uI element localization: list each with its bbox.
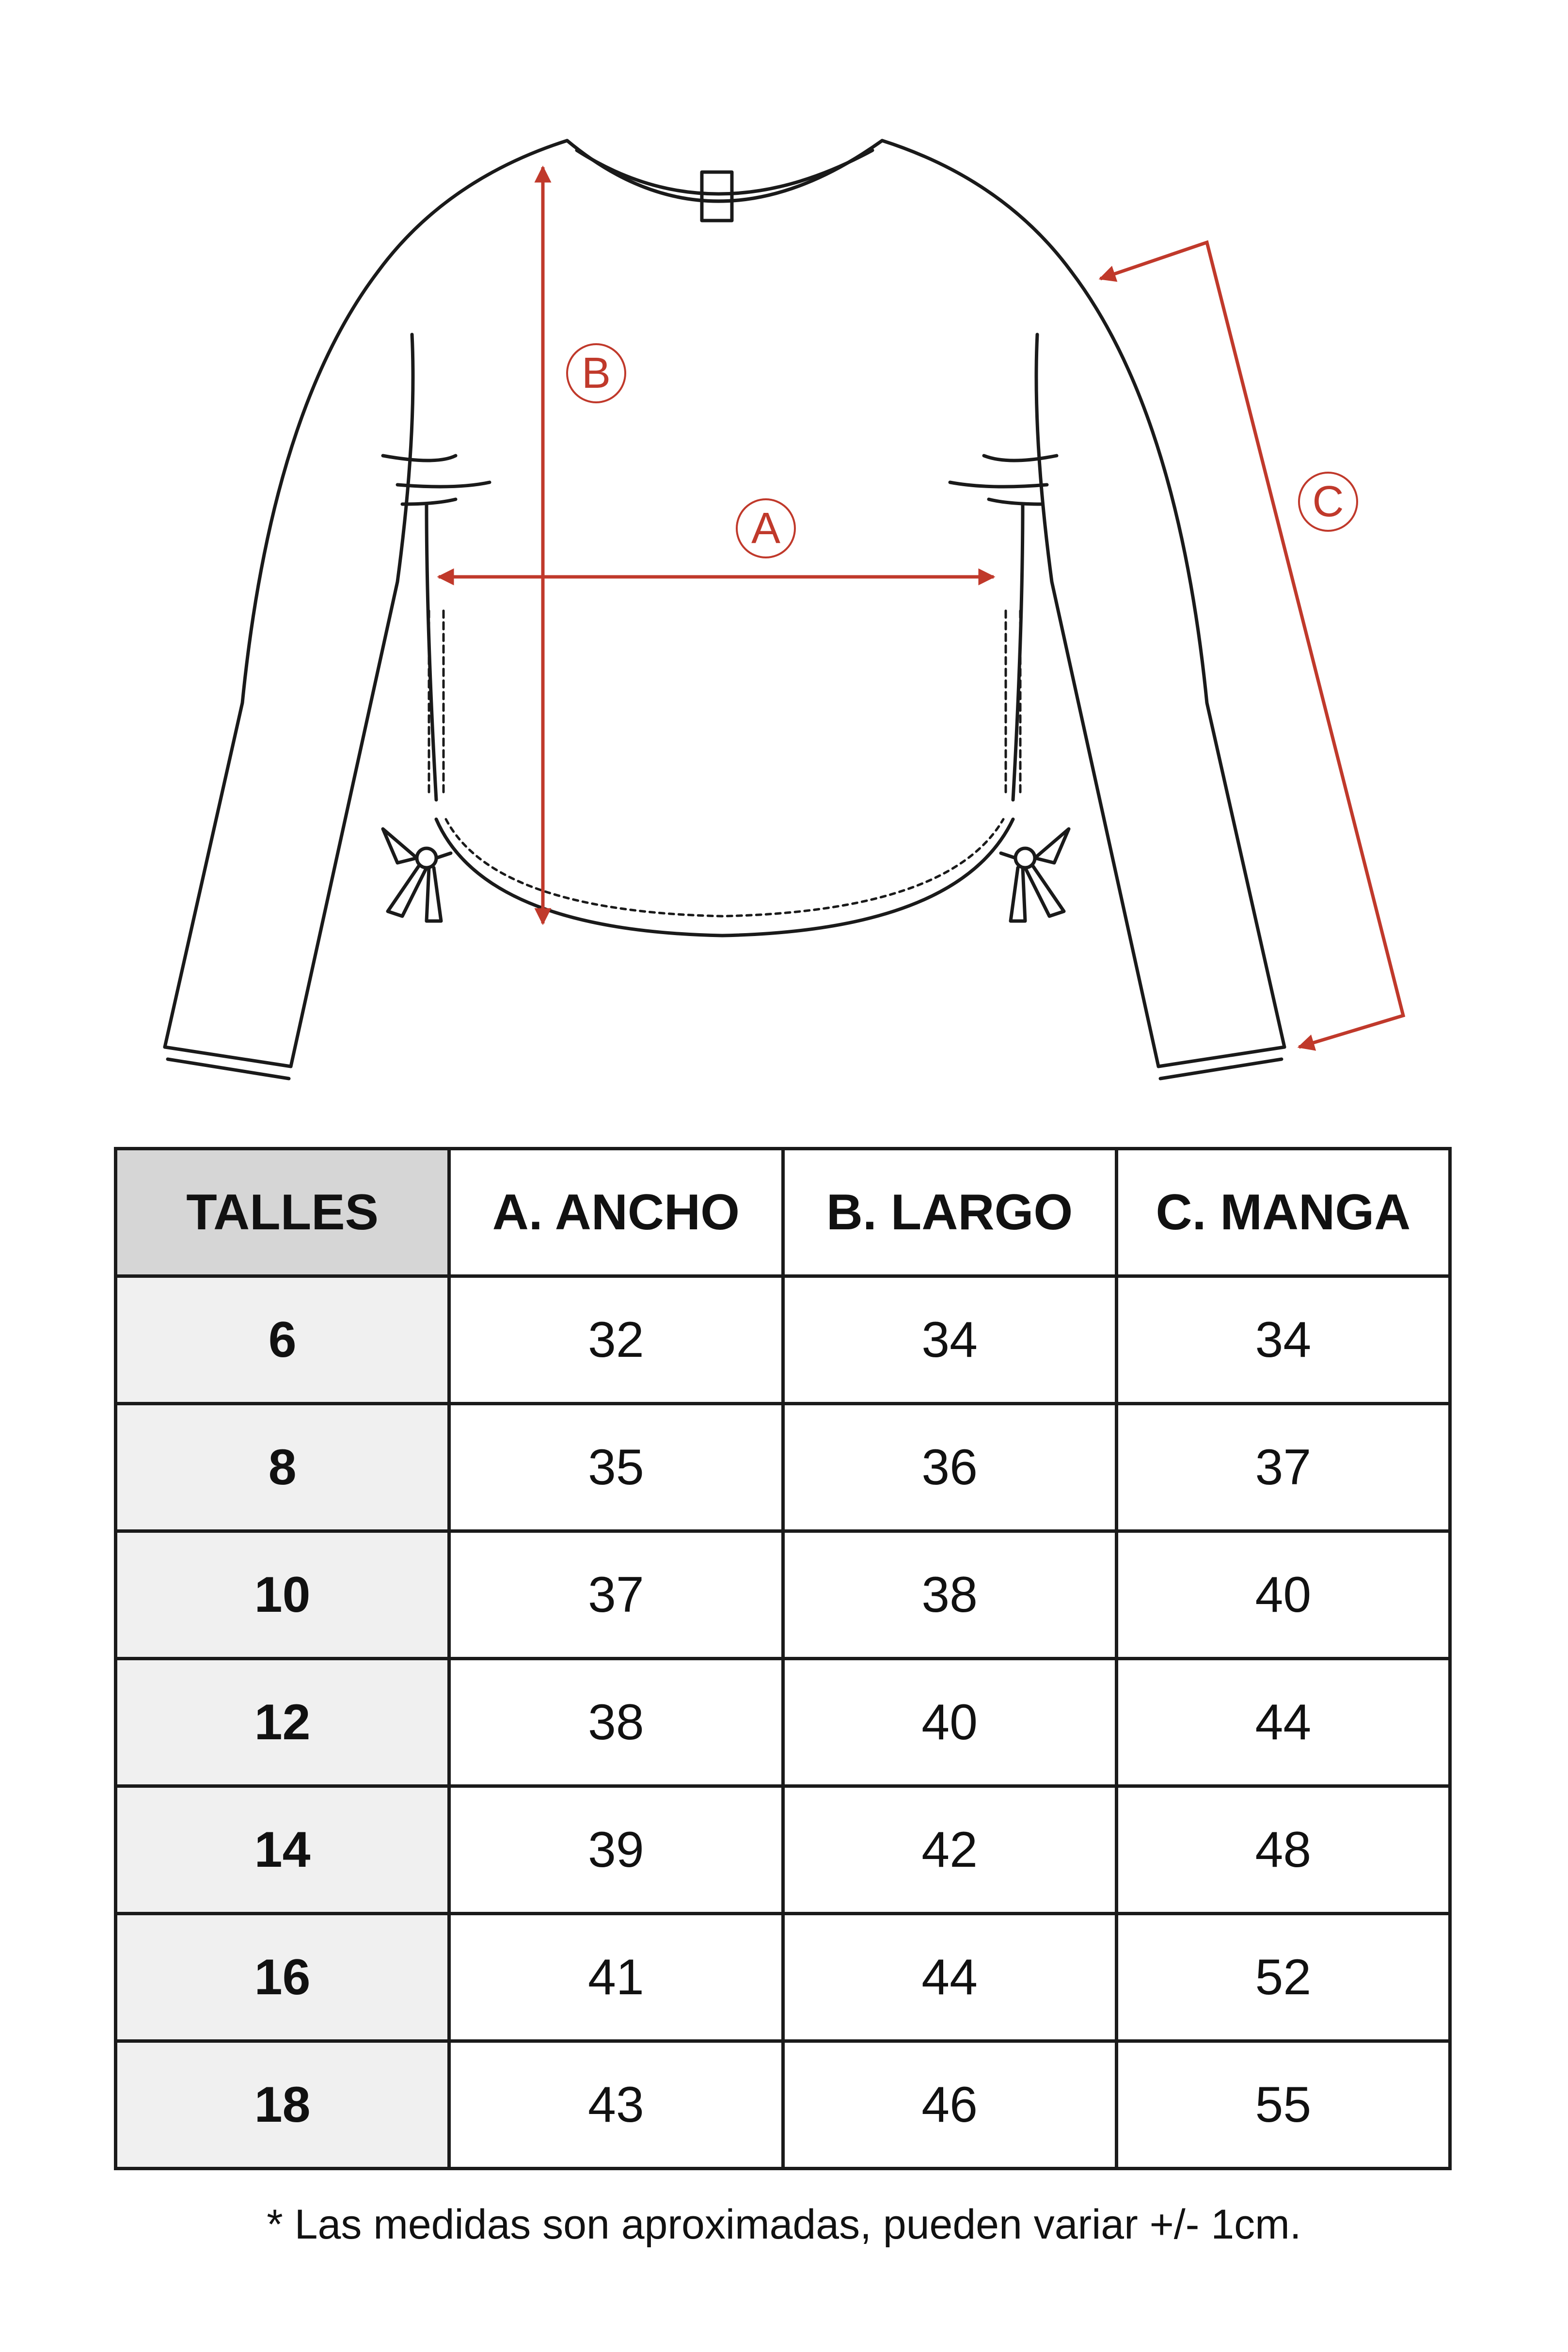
measure-c-arrow — [1098, 240, 1406, 1051]
size-cell: 16 — [113, 1912, 451, 2043]
label-a: A — [736, 498, 796, 558]
label-c: C — [1298, 472, 1358, 532]
left-bow — [381, 827, 453, 923]
largo-cell: 36 — [781, 1402, 1118, 1533]
neck-label — [700, 170, 734, 222]
largo-cell: 46 — [781, 2039, 1118, 2170]
label-a-text: A — [751, 504, 780, 553]
table-header-row: TALLES A. ANCHO B. LARGO C. MANGA — [113, 1147, 1452, 1278]
shirt-outline — [163, 139, 1286, 1081]
manga-cell: 37 — [1114, 1402, 1452, 1533]
right-sleeve-outer — [1069, 270, 1286, 1049]
right-sleeve-inner — [1034, 333, 1160, 1068]
ancho-cell: 39 — [447, 1784, 785, 1915]
table-row: 16 41 44 52 — [113, 1912, 1452, 2043]
largo-cell: 38 — [781, 1529, 1118, 1660]
label-c-text: C — [1313, 477, 1344, 526]
left-shoulder — [376, 139, 569, 273]
label-b-text: B — [582, 349, 611, 397]
ancho-cell: 37 — [447, 1529, 785, 1660]
footnote: * Las medidas son aproximadas, pueden va… — [267, 2201, 1301, 2248]
largo-cell: 42 — [781, 1784, 1118, 1915]
ancho-cell: 35 — [447, 1402, 785, 1533]
left-sleeve-inner — [289, 333, 415, 1068]
right-cuff-line — [1158, 1057, 1283, 1081]
manga-cell: 48 — [1114, 1784, 1452, 1915]
left-cuff — [163, 1045, 293, 1068]
size-cell: 10 — [113, 1529, 451, 1660]
left-sleeve-outer — [163, 270, 380, 1049]
ancho-cell: 32 — [447, 1274, 785, 1405]
hem-inner — [444, 818, 1005, 918]
table-row: 14 39 42 48 — [113, 1784, 1452, 1915]
size-cell: 18 — [113, 2039, 451, 2170]
header-talles: TALLES — [113, 1147, 451, 1278]
manga-cell: 52 — [1114, 1912, 1452, 2043]
largo-cell: 34 — [781, 1274, 1118, 1405]
header-manga: C. MANGA — [1114, 1147, 1452, 1278]
manga-cell: 44 — [1114, 1657, 1452, 1788]
garment-diagram: A B C — [163, 139, 1406, 1081]
ancho-cell: 43 — [447, 2039, 785, 2170]
size-cell: 14 — [113, 1784, 451, 1915]
left-cuff-line — [166, 1057, 291, 1081]
collar-inner — [575, 148, 874, 196]
right-cuff — [1156, 1045, 1286, 1068]
table-row: 6 32 34 34 — [113, 1274, 1452, 1405]
measurement-lines — [437, 165, 1406, 1051]
right-bow — [999, 827, 1071, 923]
size-cell: 8 — [113, 1402, 451, 1533]
manga-cell: 55 — [1114, 2039, 1452, 2170]
ancho-cell: 38 — [447, 1657, 785, 1788]
ancho-cell: 41 — [447, 1912, 785, 2043]
header-ancho: A. ANCHO — [447, 1147, 785, 1278]
table-row: 8 35 36 37 — [113, 1402, 1452, 1533]
size-chart-table: TALLES A. ANCHO B. LARGO C. MANGA 6 32 3… — [113, 1147, 1452, 2170]
label-b: B — [566, 343, 626, 403]
hem — [434, 817, 1015, 938]
table-row: 12 38 40 44 — [113, 1657, 1452, 1788]
largo-cell: 40 — [781, 1657, 1118, 1788]
right-shoulder — [880, 139, 1073, 273]
manga-cell: 34 — [1114, 1274, 1452, 1405]
manga-cell: 40 — [1114, 1529, 1452, 1660]
largo-cell: 44 — [781, 1912, 1118, 2043]
header-largo: B. LARGO — [781, 1147, 1118, 1278]
size-cell: 12 — [113, 1657, 451, 1788]
size-cell: 6 — [113, 1274, 451, 1405]
table-row: 18 43 46 55 — [113, 2039, 1452, 2170]
table-row: 10 37 38 40 — [113, 1529, 1452, 1660]
